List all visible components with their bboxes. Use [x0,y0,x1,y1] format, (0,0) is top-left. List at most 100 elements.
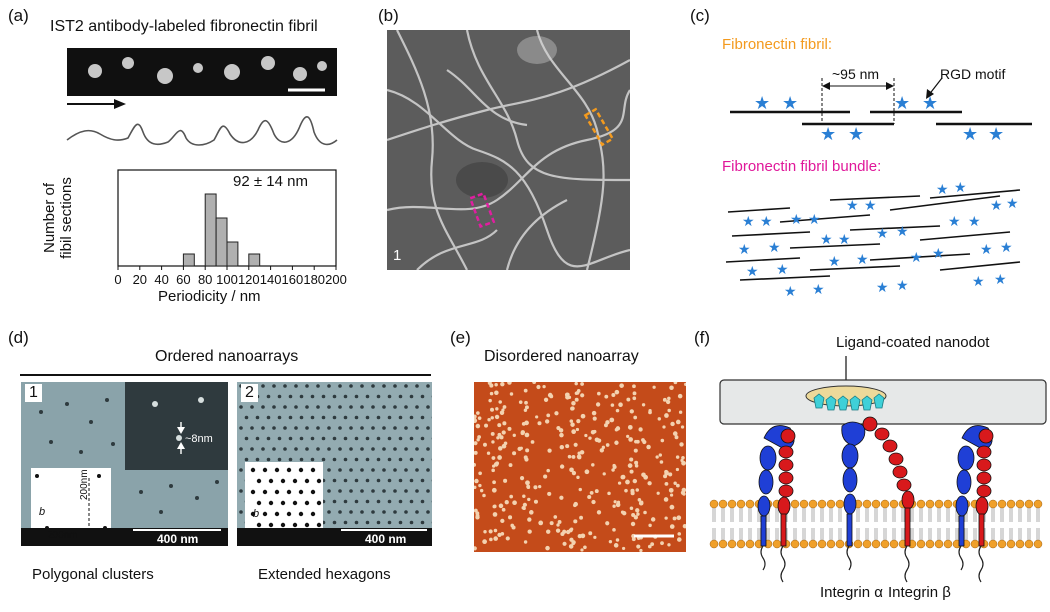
svg-text:★: ★ [876,279,889,295]
x-tick-label: 80 [198,272,212,287]
histogram-stat: 92 ± 14 nm [233,173,308,190]
integrin-left [757,425,796,547]
magenta-highlight-box [468,191,496,229]
inset-vertical-label: 200nm [79,469,90,500]
x-tick-label: 200 [325,272,347,287]
svg-text:★: ★ [856,251,869,267]
svg-text:★: ★ [776,261,789,277]
panel-e-label: (e) [450,328,471,347]
svg-text:★: ★ [808,211,821,227]
rgd-motif-label: RGD motif [940,66,1006,82]
ylabel-line-2: fibil sections [58,177,75,259]
svg-text:★: ★ [980,241,993,257]
panel-f-label: (f) [694,328,711,347]
svg-text:★: ★ [896,277,909,293]
x-tick-label: 180 [303,272,325,287]
svg-text:★: ★ [990,197,1003,213]
svg-text:★: ★ [954,179,967,195]
svg-text:★: ★ [768,239,781,255]
svg-text:★: ★ [894,93,910,113]
histogram-bar [248,253,261,267]
panel-c-label: (c) [690,6,710,25]
svg-text:★: ★ [936,181,949,197]
svg-text:★: ★ [1000,239,1013,255]
integrin-right [955,425,994,547]
ylabel-line-1: Number of [41,182,58,254]
image-1-number: 1 [25,384,42,402]
fibril-title: Fibronectin fibril: [722,36,833,53]
sem-corner-number: 1 [393,247,402,264]
inset-b-label-2: b [253,508,260,520]
dot-size-label: ~8nm [185,433,213,445]
sem-fibril-network [387,30,630,270]
svg-text:★: ★ [848,124,864,144]
svg-text:★: ★ [812,281,825,297]
svg-text:★: ★ [994,271,1007,287]
svg-text:★: ★ [742,213,755,229]
bundle-lines [725,189,1021,281]
ordered-header-rule [20,374,431,376]
cytoplasmic-tails [760,545,984,583]
histogram-bar [182,253,195,267]
nanodot-label: Ligand-coated nanodot [836,334,990,351]
svg-text:★: ★ [968,213,981,229]
svg-text:★: ★ [948,213,961,229]
fluorescence-image [67,48,337,96]
svg-text:★: ★ [962,124,978,144]
x-tick-label: 40 [154,272,168,287]
image-2-dots [237,382,432,546]
fluorescence-spots [88,56,327,84]
svg-text:★: ★ [1006,195,1019,211]
nanoarray-image-2: 2 b 400 nm [237,382,432,546]
bundle-stars: ★★ ★★ ★★ ★★ ★★ ★★ ★★ ★★ ★★ ★★ ★★ ★★ ★★ ★… [738,179,1019,299]
spacing-dimension [821,78,895,124]
nanoarray-image-1: 1 ~8nm 200nm 200nm b 400 nm [21,382,228,546]
image-1-dots [21,382,228,546]
image-2-scale-label: 400 nm [365,532,407,546]
svg-text:★: ★ [846,197,859,213]
image-1-scale-label: 400 nm [157,532,199,546]
x-tick-label: 60 [176,272,190,287]
histogram-bar [215,217,228,267]
svg-text:★: ★ [760,213,773,229]
svg-text:★: ★ [932,245,945,261]
svg-text:★: ★ [910,249,923,265]
panel-f-diagram [709,356,1047,583]
panel-b-label: (b) [378,6,399,25]
disordered-nanoarray-image [474,382,686,552]
image-2-number: 2 [241,384,258,402]
svg-text:★: ★ [922,93,938,113]
bundle-title: Fibronectin fibril bundle: [722,158,882,175]
integrin-alpha-label: Integrin α [820,584,883,601]
histogram-ylabel: Number of fibil sections [41,163,75,273]
x-tick-label: 120 [238,272,260,287]
intensity-profile [66,116,338,146]
disordered-title: Disordered nanoarray [484,348,639,365]
svg-text:★: ★ [896,223,909,239]
svg-text:★: ★ [864,197,877,213]
histogram-xlabel: Periodicity / nm [158,288,261,305]
svg-text:★: ★ [876,225,889,241]
svg-text:★: ★ [738,241,751,257]
histogram-bars [182,193,261,267]
svg-text:★: ★ [988,124,1004,144]
integrin-beta-label: Integrin β [888,584,951,601]
caption-polygonal: Polygonal clusters [32,566,154,583]
x-tick-label: 160 [282,272,304,287]
inset-b-label-1: b [39,506,46,518]
svg-text:★: ★ [820,124,836,144]
svg-text:★: ★ [838,231,851,247]
x-tick-label: 0 [114,272,121,287]
panel-a-label: (a) [8,6,29,25]
svg-text:★: ★ [754,93,770,113]
sem-image-fibrils: 1 [387,30,630,270]
svg-text:★: ★ [820,231,833,247]
svg-text:★: ★ [972,273,985,289]
fibril-stars: ★★ ★★ ★★ ★★ [754,93,1004,144]
x-tick-label: 140 [260,272,282,287]
panel-a-title: IST2 antibody-labeled fibronectin fibril [50,18,318,35]
svg-text:★: ★ [746,263,759,279]
svg-text:★: ★ [784,283,797,299]
